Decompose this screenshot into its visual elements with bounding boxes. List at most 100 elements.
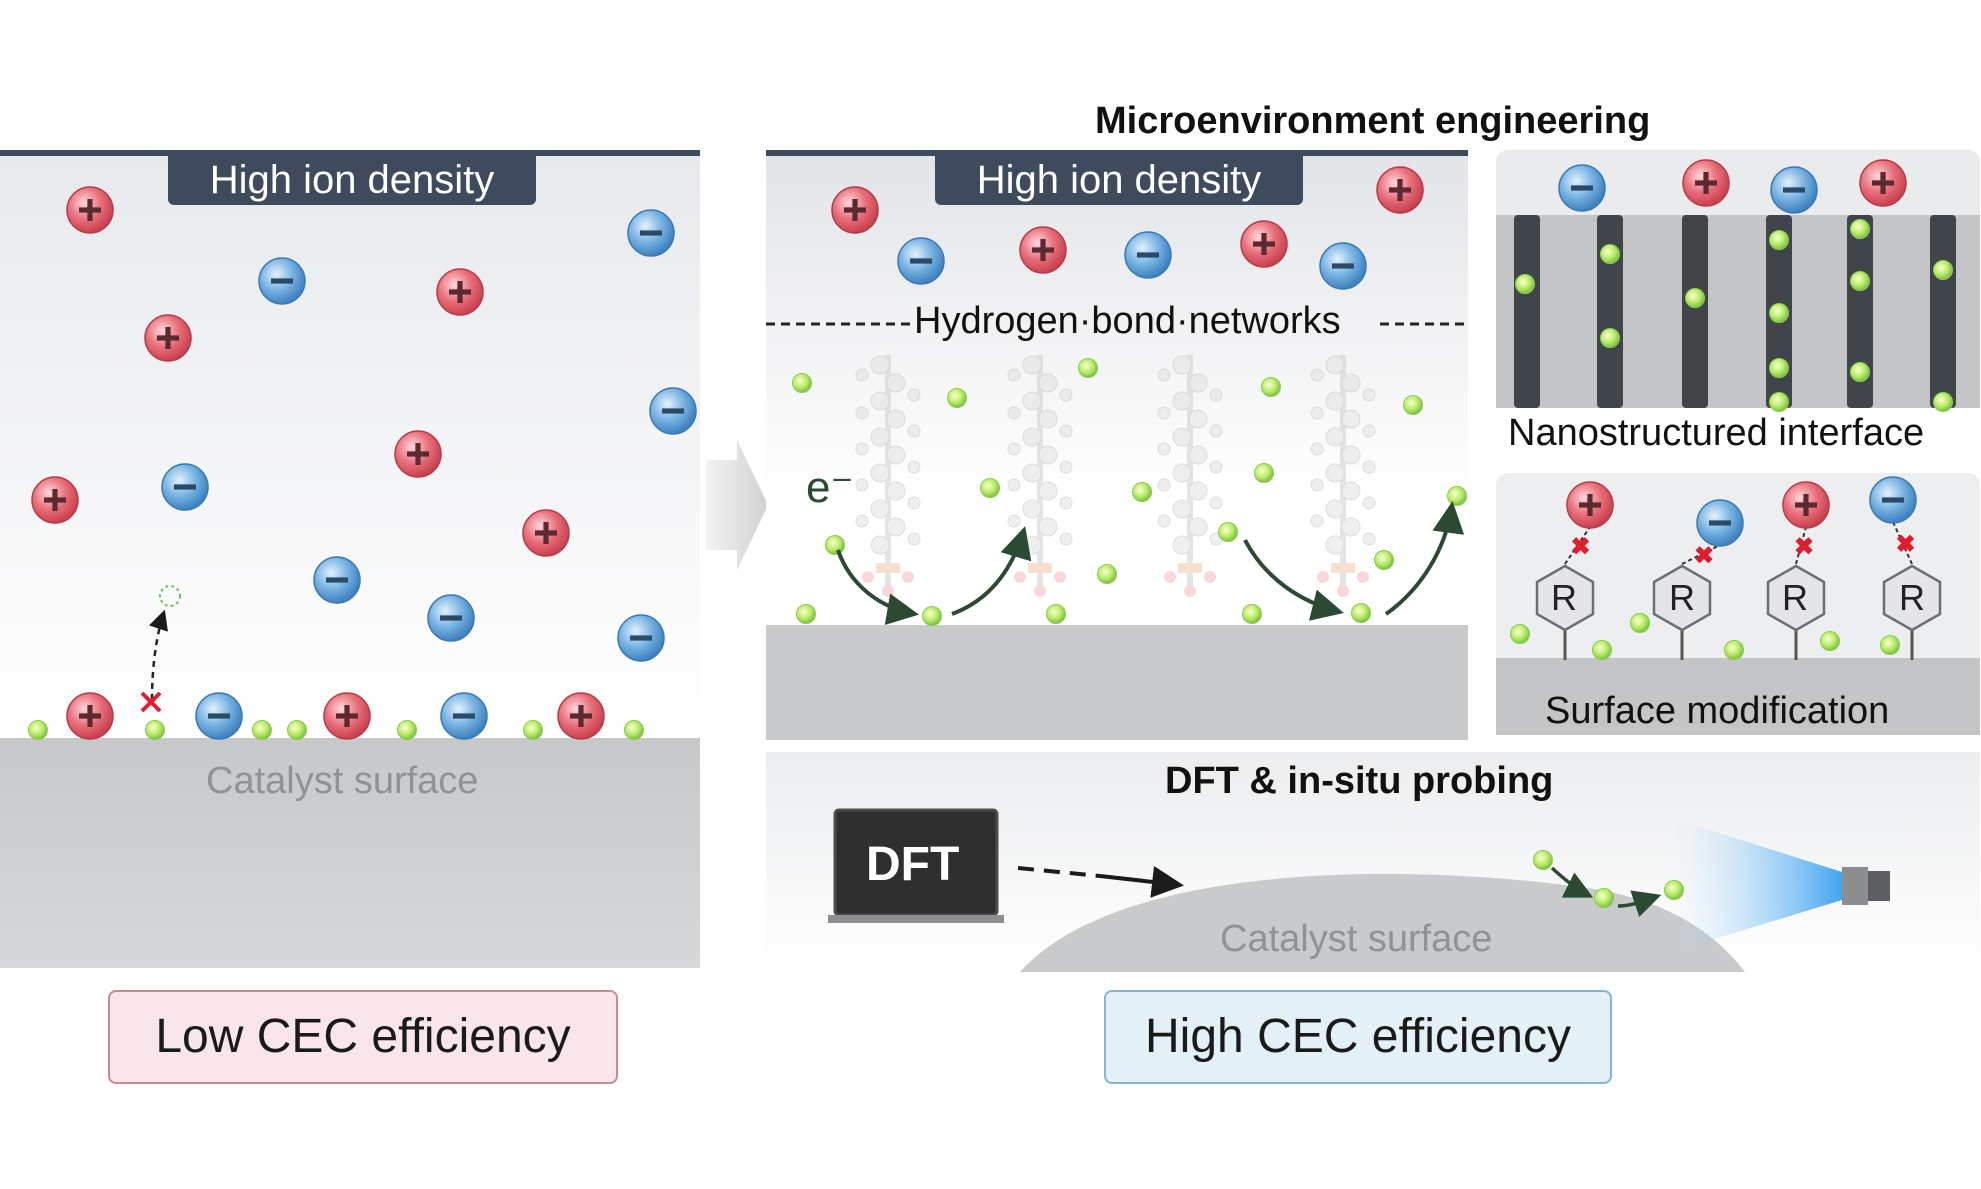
adsorbate-icon [1594,888,1614,908]
anion-icon [440,692,488,740]
adsorbate-icon [947,388,967,408]
anion-icon [897,237,945,285]
adsorbate-icon [1261,377,1281,397]
adsorbate-icon [1600,244,1620,264]
blocked-desorption [140,585,181,713]
anion-icon [1869,476,1917,524]
nanopillar [1847,215,1873,408]
cation-icon [1566,481,1614,529]
adsorbate-icon [1724,640,1744,660]
nanopillar [1682,215,1708,408]
adsorbate-icon [1850,362,1870,382]
low-cec-box: Low CEC efficiency [108,990,618,1084]
adsorbate-icon [1664,880,1684,900]
left-surface-label: Catalyst surface [206,760,479,802]
adsorbate-icon [1242,604,1262,624]
interaction-marker: ✖ [1571,534,1591,561]
adsorbate-icon [1880,635,1900,655]
anion-icon [649,387,697,435]
nano-caption: Nanostructured interface [1508,412,1925,454]
anion-icon [195,692,243,740]
anion-icon [427,594,475,642]
cation-icon [1682,159,1730,207]
cation-icon [522,509,570,557]
cation-icon [831,186,879,234]
adsorbate-icon [1630,613,1650,633]
anion-icon [1124,231,1172,279]
cation-icon [1859,159,1907,207]
cation-icon [436,268,484,316]
probe-detector-icon [1842,867,1890,905]
anion-icon [1696,499,1744,547]
cation-icon [1376,166,1424,214]
anion-icon [1770,166,1818,214]
adsorbate-icon [1850,219,1870,239]
cation-icon [1019,226,1067,274]
figure-title: Microenvironment engineering [1095,100,1651,142]
adsorbate-icon [523,720,543,740]
surface-mod-panel: ✖✖✖✖ [1496,473,1980,735]
adsorbate-icon [1850,271,1870,291]
r-group-label: R [1782,577,1808,618]
adsorbate-icon [1515,274,1535,294]
adsorbate-icon [1351,603,1371,623]
anion-icon [1319,242,1367,290]
interaction-marker: ✖ [1896,531,1916,558]
adsorbate-icon [1592,640,1612,660]
adsorbate-icon [1254,463,1274,483]
cation-icon [144,314,192,362]
adsorbate-icon [1218,522,1238,542]
interaction-marker: ✖ [1694,543,1714,570]
left-panel [0,150,700,968]
r-group-label: R [1551,577,1577,618]
dft-catalyst-dome [1020,873,1745,972]
cation-icon [31,476,79,524]
adsorbate-icon [980,478,1000,498]
surface-mod-caption: Surface modification [1545,690,1890,732]
probe-beam [1672,818,1842,952]
cation-icon [1240,220,1288,268]
nanopillar [1597,215,1623,408]
adsorbate-icon [1769,392,1789,412]
anion-icon [617,614,665,662]
high-cec-box: High CEC efficiency [1104,990,1612,1084]
cation-icon [66,186,114,234]
dft-panel-title: DFT & in-situ probing [1165,760,1554,802]
laptop-icon [828,808,1004,923]
adsorbate-icon [145,720,165,740]
adsorbate-icon [28,720,48,740]
adsorbate-icon [1046,604,1066,624]
adsorbate-icon [1097,564,1117,584]
electron-transfer-arrows [836,501,1465,626]
adsorbate-icon [1933,392,1953,412]
anion-icon [627,209,675,257]
adsorbate-icon [1820,631,1840,651]
cation-icon [1782,481,1830,529]
dft-screen-label: DFT [866,838,960,891]
electron-label: e⁻ [806,463,854,512]
adsorbate-icon [922,606,942,626]
transition-arrow [706,440,768,570]
anion-icon [313,556,361,604]
adsorbate-icon [1510,624,1530,644]
dft-surface-label: Catalyst surface [1220,918,1493,960]
cation-icon [66,692,114,740]
anion-icon [161,463,209,511]
middle-substrate [766,625,1468,740]
adsorbate-icon [624,720,644,740]
adsorbate-icon [1769,303,1789,323]
cation-icon [323,692,371,740]
middle-panel [766,150,1468,740]
anion-icon [258,257,306,305]
adsorbate-icon [1933,260,1953,280]
nano-panel [1496,150,1980,412]
adsorbate-icon [796,604,816,624]
adsorbate-icon [1685,288,1705,308]
left-substrate [0,738,700,968]
hbond-network-label: Hydrogen·bond·networks [914,300,1341,342]
nanopillar [1930,215,1956,408]
r-group-label: R [1669,577,1695,618]
dft-panel [766,752,1980,972]
adsorbate-icon [825,535,845,555]
